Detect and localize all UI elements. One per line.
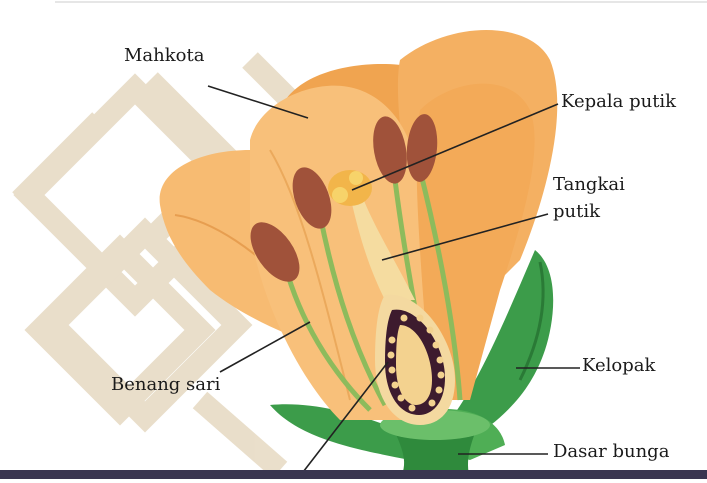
stigma — [328, 170, 372, 206]
label-tangkai-putik-line2: putik — [553, 202, 600, 223]
label-kelopak: Kelopak — [582, 356, 655, 377]
label-benang-sari: Benang sari — [111, 375, 220, 396]
label-kepala-putik: Kepala putik — [561, 92, 676, 113]
bottom-bar — [0, 470, 707, 479]
label-tangkai-putik-line1: Tangkai — [553, 175, 625, 196]
label-mahkota: Mahkota — [124, 46, 204, 67]
label-dasar-bunga: Dasar bunga — [553, 442, 669, 463]
